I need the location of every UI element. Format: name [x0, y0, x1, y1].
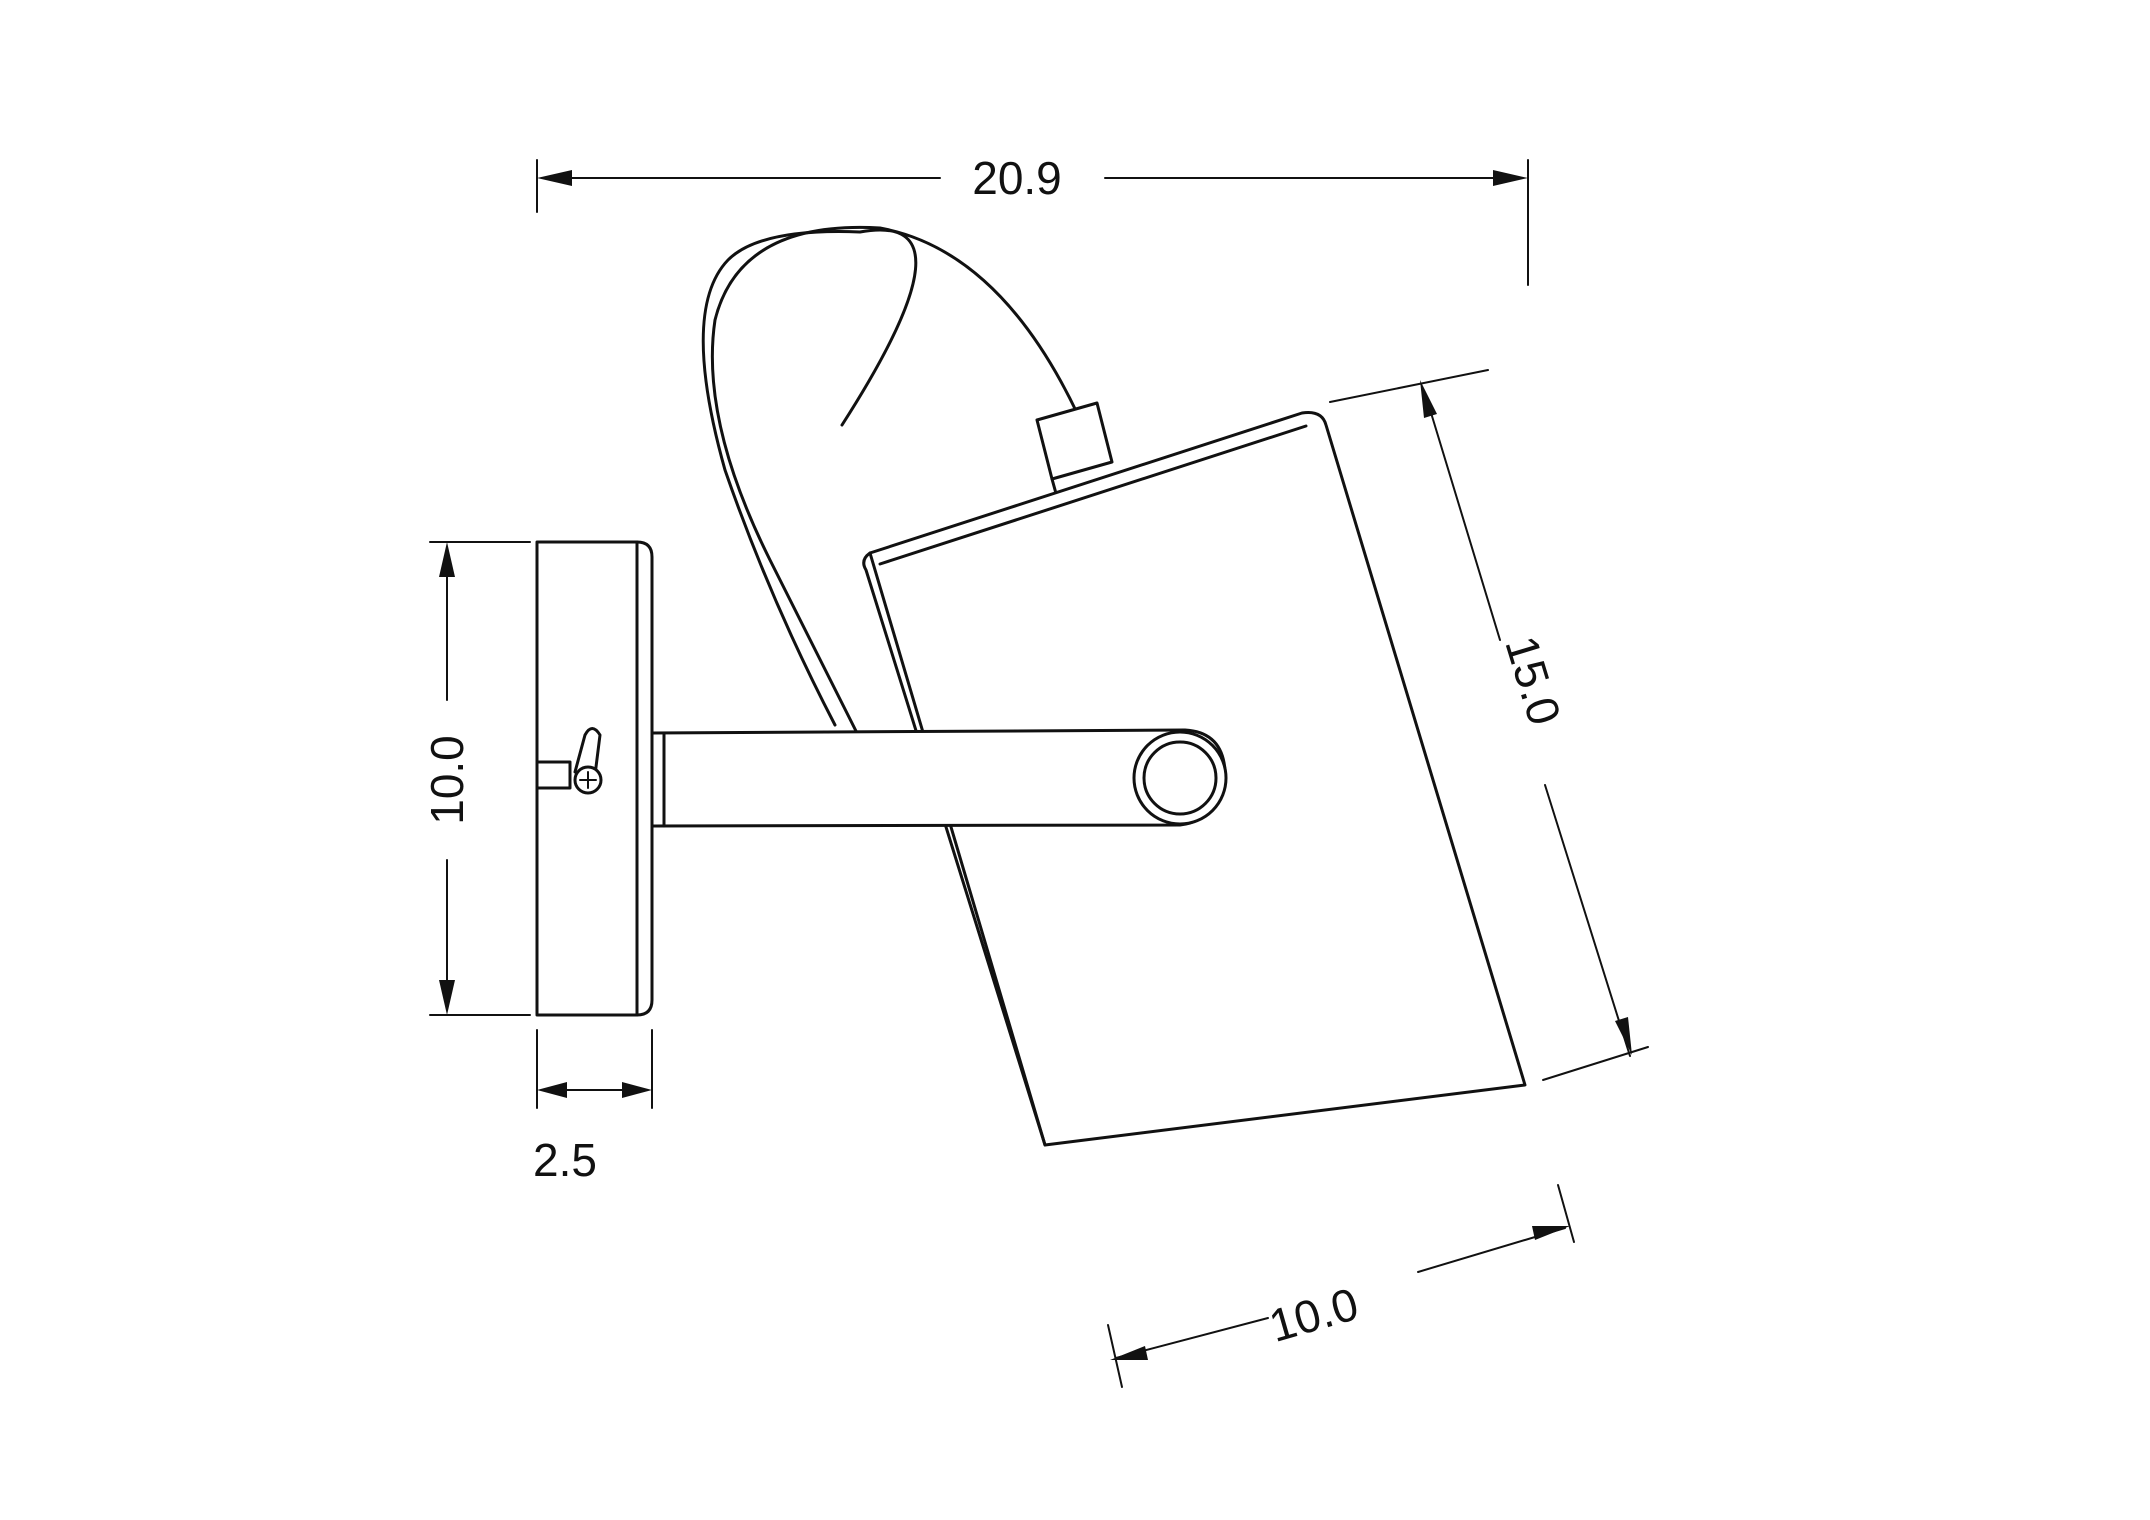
dimension-label-overall-width: 20.9	[972, 152, 1062, 204]
dimension-base-depth: 2.5	[533, 1029, 653, 1186]
dimension-shade-diameter: 10.0	[1107, 1184, 1575, 1388]
dimension-label-shade-diameter: 10.0	[1263, 1277, 1363, 1352]
dimension-label-shade-length: 15.0	[1495, 630, 1571, 731]
mounting-screw	[573, 727, 603, 795]
dimension-overall-width: 20.9	[536, 152, 1529, 286]
wall-base-plate	[535, 540, 654, 1017]
dimension-label-base-height: 10.0	[421, 735, 473, 825]
power-cable	[701, 225, 1080, 737]
dimension-base-height: 10.0	[421, 541, 531, 1016]
dimension-label-base-depth: 2.5	[533, 1134, 597, 1186]
pivot-knob	[1132, 730, 1228, 826]
